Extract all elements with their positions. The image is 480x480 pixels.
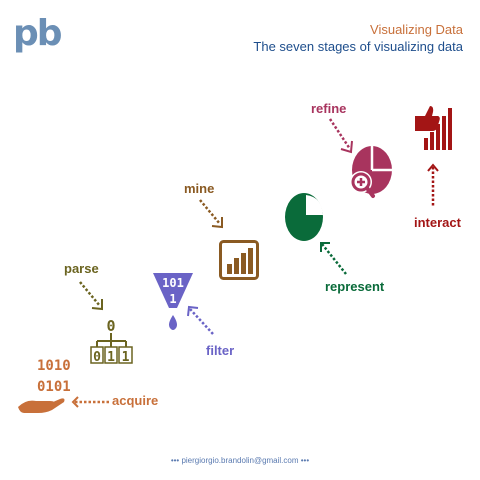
represent-arrow <box>320 242 347 275</box>
logo: pb <box>13 13 63 54</box>
mine-label: mine <box>184 181 215 196</box>
tree-leaf-3: 1 <box>122 350 130 365</box>
funnel-line2: 1 <box>169 292 176 306</box>
filter-label: filter <box>206 343 235 358</box>
parse-arrow <box>79 281 103 311</box>
pie-chart-icon <box>285 193 323 241</box>
funnel-line1: 101 <box>162 276 184 290</box>
zoom-pie-icon <box>350 146 392 198</box>
acquire-binary-line1: 1010 <box>37 358 71 374</box>
acquire-label: acquire <box>112 393 159 408</box>
acquire-arrow <box>71 396 109 408</box>
hand-icon <box>18 398 65 413</box>
bar-chart-icon <box>219 240 259 280</box>
page-subtitle: The seven stages of visualizing data <box>253 39 463 54</box>
refine-label: refine <box>311 101 347 116</box>
thumbs-up-chart-icon <box>415 106 452 150</box>
interact-label: interact <box>414 215 461 230</box>
represent-label: represent <box>325 279 385 294</box>
acquire-binary-line2: 0101 <box>37 379 71 395</box>
tree-leaf-2: 1 <box>107 350 115 365</box>
interact-arrow <box>427 163 439 207</box>
funnel-icon: 101 1 <box>153 273 193 330</box>
binary-tree-icon: 0 0 1 1 <box>90 317 133 365</box>
filter-arrow <box>187 305 214 335</box>
footer-email[interactable]: ••• piergiorgio.brandolin@gmail.com ••• <box>170 456 310 465</box>
tree-leaf-1: 0 <box>93 350 101 365</box>
page-title: Visualizing Data <box>370 22 463 37</box>
parse-label: parse <box>64 261 99 276</box>
tree-root: 0 <box>106 317 115 335</box>
refine-arrow <box>328 118 353 154</box>
mine-arrow <box>199 199 223 229</box>
